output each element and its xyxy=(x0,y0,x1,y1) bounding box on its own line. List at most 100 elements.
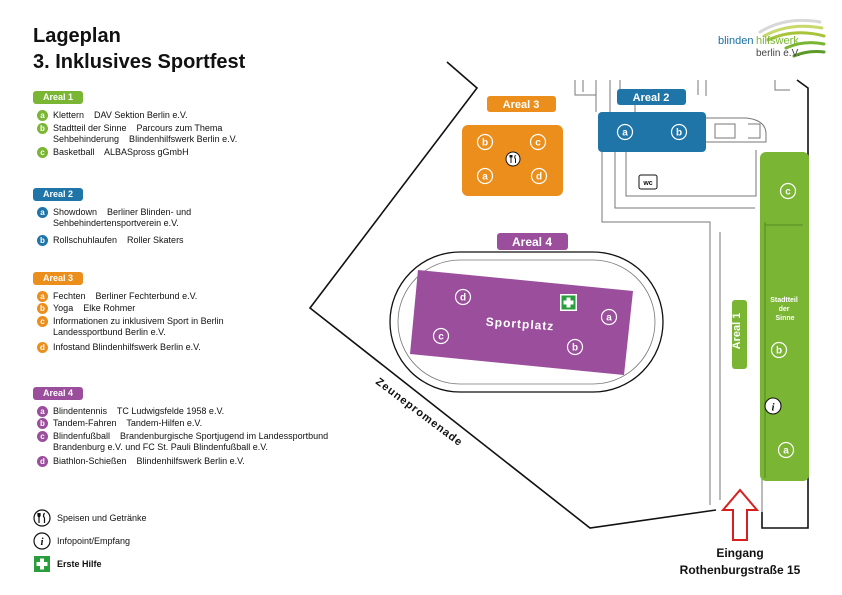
legend-badge: c xyxy=(37,147,48,158)
legend-text: Tandem-Fahren Tandem-Hilfen e.V. xyxy=(53,418,203,428)
symbol-label-firstaid: Erste Hilfe xyxy=(57,559,102,569)
areal1-pill xyxy=(732,300,747,369)
wc-label: wc xyxy=(642,180,652,187)
areal1-badge-circle xyxy=(777,441,795,459)
areal3-pill xyxy=(487,96,556,112)
legend-badge: b xyxy=(37,303,48,314)
symbol-label-info: Infopoint/Empfang xyxy=(57,536,131,546)
entrance-label: Eingang xyxy=(716,546,764,560)
areal3-badge-label: b xyxy=(482,138,488,149)
legend-text: Blindenfußball Brandenburgische Sportjug… xyxy=(53,431,329,452)
wc-icon xyxy=(638,174,658,190)
fork-knife-icon xyxy=(33,509,51,527)
areal4-badge-circle xyxy=(454,288,472,306)
site-boundary-east xyxy=(761,79,809,529)
path-line xyxy=(614,152,755,209)
legend-header-areal-2: Areal 2 xyxy=(33,188,83,201)
svg-text:i: i xyxy=(40,536,44,548)
areal3-label: Areal 3 xyxy=(503,99,540,111)
legend-badge: b xyxy=(37,235,48,246)
legend-header-areal-4: Areal 4 xyxy=(33,387,83,400)
logo: blinden hilfswerk berlin e.V. xyxy=(716,14,826,70)
legend-text: Klettern DAV Sektion Berlin e.V. xyxy=(53,110,188,120)
path-line xyxy=(601,152,711,505)
logo-graphic-icon: blinden hilfswerk berlin e.V. xyxy=(718,18,826,59)
areal1-badge-circle xyxy=(770,341,788,359)
page-subtitle: 3. Inklusives Sportfest xyxy=(33,51,246,73)
symbol-row-info: i Infopoint/Empfang xyxy=(33,532,130,550)
areal4-badge-circle xyxy=(566,338,584,356)
legend-text: Informationen zu inklusivem Sport in Ber… xyxy=(53,316,224,337)
areal4-label: Areal 4 xyxy=(512,235,552,249)
areal1-label: Areal 1 xyxy=(731,313,743,350)
areal3-badge-circle xyxy=(476,133,494,151)
legend-item: c Basketball ALBASpross gGmbH xyxy=(37,147,189,158)
areal2-area xyxy=(598,112,706,152)
legend-item: c Informationen zu inklusivem Sport in Be… xyxy=(37,316,224,338)
legend-text: Infostand Blindenhilfswerk Berlin e.V. xyxy=(53,342,201,352)
legend-badge: c xyxy=(37,316,48,327)
stadtteil-label: Stadtteil der Sinne xyxy=(770,297,800,322)
info-symbol: i xyxy=(771,402,775,414)
logo-word-blinden: blinden xyxy=(718,35,753,47)
legend-text: Yoga Elke Rohmer xyxy=(53,303,136,313)
legend-header-areal-1: Areal 1 xyxy=(33,91,83,104)
first-aid-icon xyxy=(560,294,577,311)
symbol-row-firstaid: Erste Hilfe xyxy=(33,555,102,573)
path-line xyxy=(706,117,767,143)
areal1-badge-label: a xyxy=(783,446,789,457)
areal3-badge-label: d xyxy=(536,172,542,183)
first-aid-icon xyxy=(34,556,50,572)
areal1-badge-label: b xyxy=(776,346,782,357)
stadtteil-label-line1: Stadtteil xyxy=(770,297,798,304)
path-line xyxy=(574,80,596,96)
legend-badge: b xyxy=(37,123,48,134)
legend-text: Basketball ALBASpross gGmbH xyxy=(53,147,189,157)
legend-item: d Infostand Blindenhilfswerk Berlin e.V. xyxy=(37,342,201,353)
legend-text: Blindentennis TC Ludwigsfelde 1958 e.V. xyxy=(53,406,225,416)
legend-text: Showdown Berliner Blinden- und Sehbehind… xyxy=(53,207,192,228)
areal4-badge-label: d xyxy=(460,293,466,304)
info-icon: i xyxy=(764,397,782,415)
areal1-badge-label: c xyxy=(785,187,791,198)
legend-item: b Rollschuhlaufen Roller Skaters xyxy=(37,235,184,246)
areal4-badge-label: a xyxy=(606,313,612,324)
areal4-badge-label: b xyxy=(572,343,578,354)
legend-badge: c xyxy=(37,431,48,442)
areal3-badge-label: c xyxy=(535,138,541,149)
areal2-label: Areal 2 xyxy=(633,92,670,104)
areal4-badge-circle xyxy=(600,308,618,326)
areal2-badge-label: b xyxy=(676,128,682,139)
legend-badge: d xyxy=(37,456,48,467)
areal2-pill xyxy=(617,89,686,105)
areal4-badge-circle xyxy=(432,327,450,345)
legend-item: b Yoga Elke Rohmer xyxy=(37,303,135,314)
legend-text: Stadtteil der Sinne Parcours zum Thema S… xyxy=(53,123,238,144)
path-line xyxy=(625,150,757,197)
legend-badge: d xyxy=(37,342,48,353)
stadtteil-label-line2: der xyxy=(779,306,790,313)
legend-text: Rollschuhlaufen Roller Skaters xyxy=(53,235,184,245)
page-title: Lageplan xyxy=(33,25,121,47)
fork-knife-icon xyxy=(505,151,521,167)
building-outline xyxy=(714,123,736,139)
stadtteil-label-line3: Sinne xyxy=(775,315,794,322)
legend-badge: a xyxy=(37,291,48,302)
areal4-sportplatz xyxy=(410,270,633,375)
areal3-badge-label: a xyxy=(482,172,488,183)
legend-header-areal-3: Areal 3 xyxy=(33,272,83,285)
running-track-inner xyxy=(397,259,656,385)
areal4-badge-label: c xyxy=(438,332,444,343)
info-icon: i xyxy=(33,532,51,550)
areal3-badge-circle xyxy=(529,133,547,151)
legend-badge: a xyxy=(37,406,48,417)
sportplatz-label: Sportplatz xyxy=(485,315,554,334)
logo-word-hilfswerk: hilfswerk xyxy=(756,35,799,47)
legend-item: c Blindenfußball Brandenburgische Sportju… xyxy=(37,431,328,453)
